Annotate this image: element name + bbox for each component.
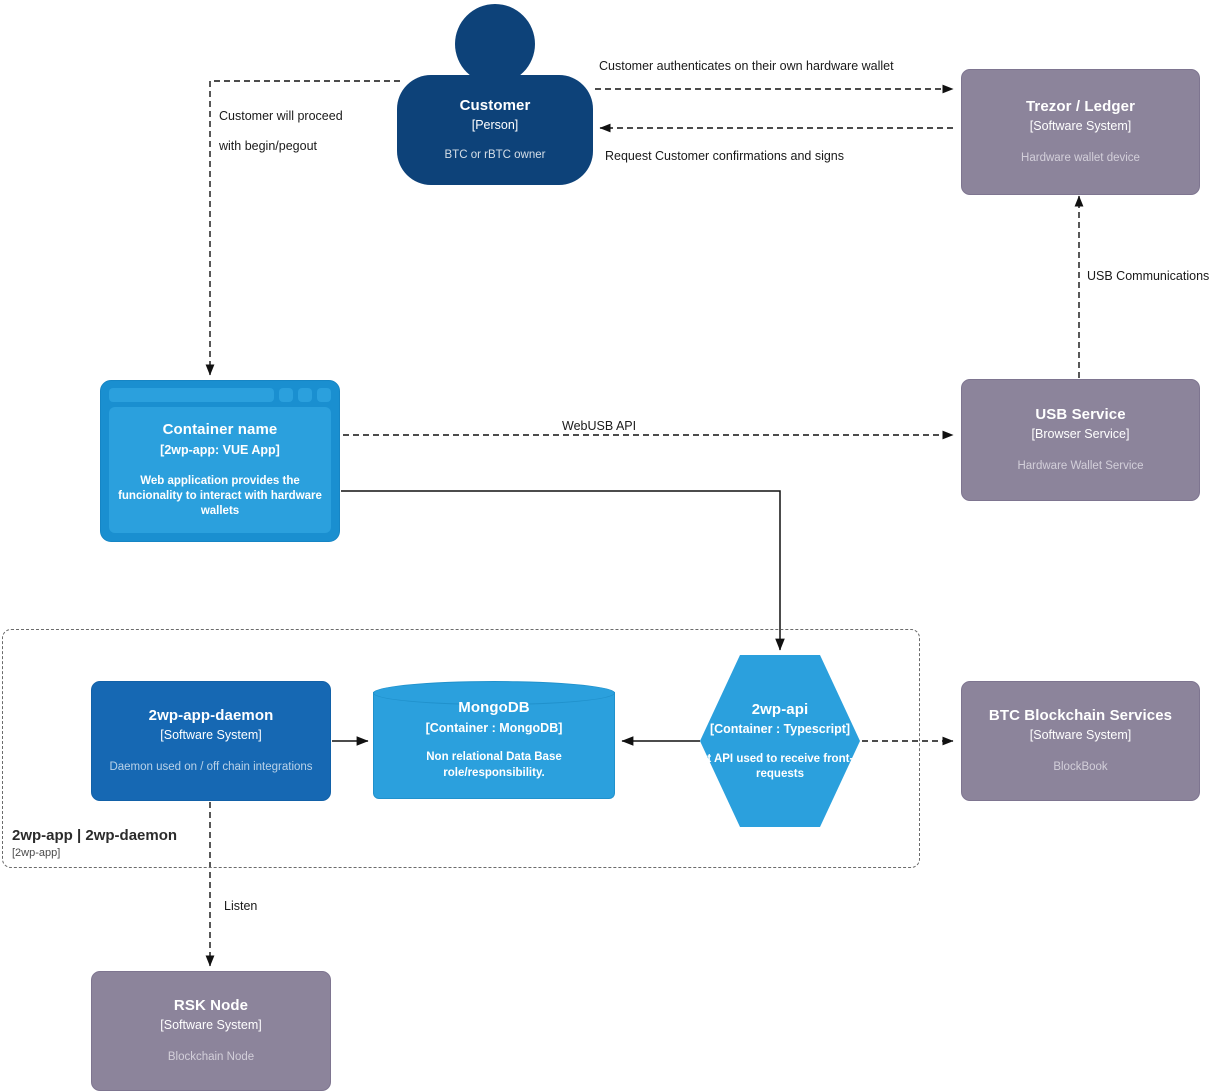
node-desc: Blockchain Node: [167, 1050, 255, 1063]
edge-label-webusb-api: WebUSB API: [562, 419, 637, 433]
node-2wp-api[interactable]: 2wp-api [Container : Typescript] Rest AP…: [686, 655, 874, 827]
node-btc-blockchain-services[interactable]: BTC Blockchain Services [Software System…: [961, 681, 1200, 801]
node-tech: [Browser Service]: [1031, 427, 1130, 442]
node-2wp-app-daemon[interactable]: 2wp-app-daemon [Software System] Daemon …: [91, 681, 331, 801]
edge-label-customer-will-proceed: Customer will proceed: [219, 109, 343, 123]
boundary-label: 2wp-app | 2wp-daemon [2wp-app]: [12, 826, 177, 859]
node-title: Container name: [162, 421, 278, 439]
edge-label-customer-authenticates: Customer authenticates on their own hard…: [599, 59, 894, 73]
node-title: 2wp-app-daemon: [148, 706, 274, 724]
edge-label-with-begin-pegout: with begin/pegout: [219, 139, 317, 153]
node-tech: [Person]: [471, 118, 519, 133]
node-tech: [Container : MongoDB]: [425, 720, 563, 735]
edge-label-request-confirmations: Request Customer confirmations and signs: [605, 149, 845, 163]
node-desc: BTC or rBTC owner: [444, 148, 546, 161]
node-tech: [Software System]: [160, 728, 262, 743]
boundary-tech: [2wp-app]: [12, 846, 61, 859]
node-text: 2wp-api [Container : Typescript] Rest AP…: [678, 655, 882, 827]
browser-chrome-bar: [109, 388, 331, 402]
browser-viewport: Container name [2wp-app: VUE App] Web ap…: [109, 407, 331, 533]
edge-label-usb-communications: USB Communications: [1087, 269, 1210, 283]
browser-button-3-icon: [317, 388, 331, 402]
node-tech: [Software System]: [160, 1018, 262, 1033]
node-trezor-ledger[interactable]: Trezor / Ledger [Software System] Hardwa…: [961, 69, 1200, 195]
node-title: Customer: [459, 96, 531, 114]
node-tech: [Container : Typescript]: [709, 722, 851, 737]
person-body: Customer [Person] BTC or rBTC owner: [397, 75, 593, 185]
node-usb-service[interactable]: USB Service [Browser Service] Hardware W…: [961, 379, 1200, 501]
node-title: 2wp-api: [751, 700, 809, 718]
hexagon-shape: [700, 655, 860, 827]
node-tech: [Software System]: [1029, 728, 1132, 743]
node-text: MongoDB [Container : MongoDB] Non relati…: [373, 681, 615, 799]
node-title: BTC Blockchain Services: [988, 706, 1173, 724]
node-desc: BlockBook: [1053, 760, 1108, 773]
edge-container-to-api: [341, 490, 785, 651]
person-head-icon: [455, 4, 535, 84]
node-title: Trezor / Ledger: [1025, 97, 1136, 115]
node-container-name[interactable]: Container name [2wp-app: VUE App] Web ap…: [100, 380, 340, 542]
browser-button-2-icon: [298, 388, 312, 402]
node-desc: Hardware Wallet Service: [1017, 459, 1144, 472]
cylinder-body: [373, 692, 615, 799]
cylinder-top-icon: [373, 681, 615, 705]
browser-button-1-icon: [279, 388, 293, 402]
node-rsk-node[interactable]: RSK Node [Software System] Blockchain No…: [91, 971, 331, 1091]
node-title: USB Service: [1035, 405, 1126, 423]
node-tech: [2wp-app: VUE App]: [160, 442, 280, 457]
node-desc: Hardware wallet device: [1021, 151, 1140, 164]
node-desc: Daemon used on / off chain integrations: [109, 760, 313, 773]
boundary-2wp-app: [2, 629, 920, 868]
node-desc: Web application provides the funcionalit…: [118, 475, 322, 517]
node-customer[interactable]: Customer [Person] BTC or rBTC owner: [397, 4, 593, 185]
node-title: MongoDB: [458, 698, 530, 716]
edge-label-listen: Listen: [224, 899, 258, 913]
node-desc: Non relational Data Base role/responsibi…: [426, 750, 562, 779]
node-mongodb[interactable]: MongoDB [Container : MongoDB] Non relati…: [373, 681, 615, 799]
browser-address-bar: [109, 388, 274, 402]
node-title: RSK Node: [173, 996, 249, 1014]
node-tech: [Software System]: [1029, 119, 1132, 134]
node-desc: Rest API used to receive front-end reque…: [686, 752, 874, 780]
boundary-title: 2wp-app | 2wp-daemon: [12, 827, 178, 844]
